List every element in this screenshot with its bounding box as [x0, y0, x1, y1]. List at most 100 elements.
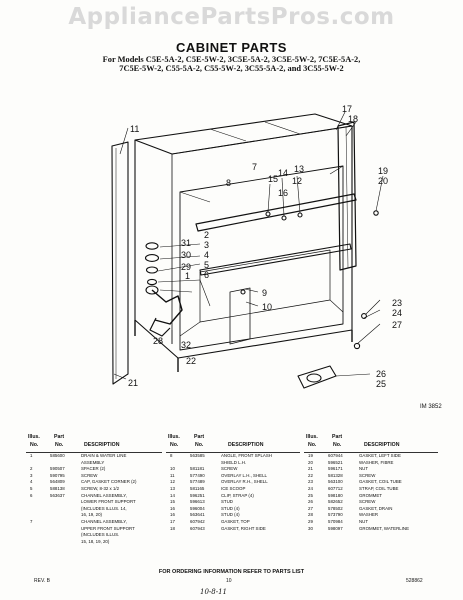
part-number: 577490 [190, 472, 205, 478]
illus-number: 27 [308, 505, 313, 511]
illus-number: 24 [308, 485, 313, 491]
callout-15: 15 [268, 174, 278, 184]
part-description: CHANNEL ASSEMBLY, [81, 492, 127, 498]
callout-2: 2 [204, 230, 209, 240]
illus-number: 15 [170, 499, 175, 505]
callout-28: 28 [153, 336, 163, 346]
handwritten-date: 10-8-11 [200, 588, 227, 596]
part-number: 573790 [328, 512, 343, 518]
callout-31: 31 [181, 238, 191, 248]
header-no: No. [308, 442, 317, 448]
splash-shield [229, 287, 251, 345]
part-description: GASKET, TOP [221, 518, 250, 524]
callout-19: 19 [378, 166, 388, 176]
part-description: LOWER FRONT SUPPORT [81, 499, 136, 505]
part-description: GASKET, RIGHT SIDE [221, 525, 266, 531]
callout-6: 6 [204, 270, 209, 280]
callout-25: 25 [376, 379, 386, 389]
part-description: SHIELD L.H. [221, 459, 247, 465]
callout-5: 5 [204, 260, 209, 270]
callout-10: 10 [262, 302, 272, 312]
part-number: 581165 [190, 485, 205, 491]
illus-number: 3 [30, 472, 33, 478]
callout-24: 24 [392, 308, 402, 318]
part-description: GASKET, COIL TUBE [359, 479, 402, 485]
table-row: 15, 18, 19, 20) [26, 539, 162, 546]
part-number: 596171 [328, 466, 343, 472]
callout-30: 30 [181, 250, 191, 260]
right-gasket [337, 121, 357, 271]
illus-number: 28 [308, 512, 313, 518]
part-number: 607712 [328, 485, 343, 491]
table-row: LOWER FRONT SUPPORT [26, 499, 162, 506]
table-row: ASSEMBLY [26, 460, 162, 467]
illus-number: 16 [170, 512, 175, 518]
callout-4: 4 [204, 250, 209, 260]
part-number: 596251 [190, 492, 205, 498]
header-no: No. [30, 442, 39, 448]
part-number: 581181 [190, 466, 205, 472]
table-row: (INCLUDES ILLUS. 14, [26, 506, 162, 513]
part-description: SCREW [359, 472, 376, 478]
part-description: SCREW [221, 466, 238, 472]
part-number: 596521 [328, 459, 343, 465]
part-description: 16, 19, 20) [81, 512, 102, 518]
part-description: (INCLUDES ILLUS. 14, [81, 505, 127, 511]
illus-number: 14 [170, 492, 175, 498]
exploded-cabinet-diagram: 11 31 30 29 1 2 3 4 5 6 7 8 9 10 15 14 1… [111, 104, 442, 410]
callout-1: 1 [185, 271, 190, 281]
part-number: 563100 [328, 479, 343, 485]
callout-3: 3 [204, 240, 209, 250]
site-watermark: AppliancePartsPros.com [68, 4, 395, 30]
callout-12: 12 [292, 176, 302, 186]
side-panel [111, 141, 129, 385]
part-description: 15, 18, 19, 20) [81, 538, 110, 544]
header-part: Part [194, 434, 205, 440]
part-description: SCREW, 8-32 x 1/2 [81, 485, 120, 491]
part-description: STUD (4) [221, 512, 240, 518]
part-description: DRAIN & WATER LINE [81, 453, 127, 458]
illus-number: 13 [170, 485, 175, 491]
part-number: 607943 [190, 525, 205, 531]
part-description: SCREW [81, 472, 98, 478]
illus-number: 5 [30, 485, 33, 491]
page-number: 10 [226, 578, 232, 584]
part-description: SCREW [359, 499, 376, 505]
part-number: 563637 [50, 492, 65, 498]
header-no: No. [55, 442, 64, 448]
illus-number: 21 [308, 466, 313, 472]
part-description: OVERLAY L.H., SHELL [221, 472, 267, 478]
header-illus: Illus. [168, 434, 180, 440]
part-description: SPACER (2) [81, 466, 106, 472]
callout-23: 23 [392, 298, 402, 308]
part-number: 598180 [328, 492, 343, 498]
illus-number: 20 [308, 459, 313, 465]
callout-9: 9 [262, 288, 267, 298]
header-description: DESCRIPTION [84, 442, 120, 448]
header-illus: Illus. [28, 434, 40, 440]
part-description: GROMMET [359, 492, 382, 498]
part-description: (INCLUDES ILLUS. [81, 532, 120, 538]
callout-8: 8 [226, 178, 231, 188]
header-no: No. [195, 442, 204, 448]
part-number: 590507 [50, 466, 65, 472]
callout-27: 27 [392, 320, 402, 330]
